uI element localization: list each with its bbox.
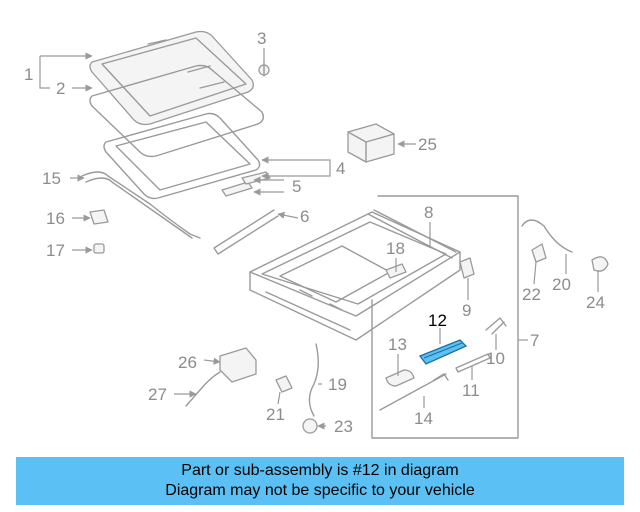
callout-23: 23 (334, 417, 353, 436)
callout-12: 12 (428, 311, 447, 330)
part-21-clamp (275, 375, 293, 393)
housing-box (371, 195, 519, 439)
part-26-motor (219, 347, 257, 383)
part-8-rail (367, 209, 457, 259)
callout-15: 15 (42, 169, 61, 188)
callout-11: 11 (462, 381, 480, 400)
callout-7: 7 (530, 331, 539, 350)
part-20-drain-hose (521, 219, 573, 253)
part-4-frame (103, 112, 261, 200)
part-12-highlighted (418, 339, 468, 365)
parts-diagram: 1 2 3 4 5 6 7 8 9 10 11 12 13 14 15 16 1… (24, 29, 609, 439)
callout-17: 17 (46, 241, 65, 260)
callout-20: 20 (552, 275, 571, 294)
banner-line-2: Diagram may not be specific to your vehi… (165, 482, 475, 499)
part-6-guide-rail (213, 209, 279, 255)
part-16-clip (89, 209, 109, 225)
callout-labels: 1 2 3 4 5 6 7 8 9 10 11 12 13 14 15 16 1… (24, 29, 605, 436)
part-19-tube (308, 343, 319, 417)
banner-line-1: Part or sub-assembly is #12 in diagram (181, 462, 459, 479)
info-banner: Part or sub-assembly is #12 in diagram D… (16, 457, 624, 505)
part-9-block (459, 257, 475, 279)
callout-1: 1 (24, 65, 33, 84)
part-14-cable (379, 373, 449, 411)
callout-18: 18 (386, 239, 405, 258)
callout-2: 2 (56, 79, 65, 98)
callout-22: 22 (522, 285, 541, 304)
callout-6: 6 (300, 207, 309, 226)
callout-13: 13 (388, 335, 407, 354)
callout-26: 26 (178, 353, 197, 372)
callout-14: 14 (414, 409, 433, 428)
callout-25: 25 (418, 135, 437, 154)
callout-3: 3 (257, 29, 266, 48)
callout-9: 9 (462, 301, 471, 320)
part-13-motor (385, 369, 415, 387)
part-24-grommet (591, 256, 609, 272)
part-3-bolt (258, 61, 270, 77)
callout-27: 27 (148, 385, 167, 404)
callout-19: 19 (328, 375, 347, 394)
callout-21: 21 (266, 405, 285, 424)
callout-4: 4 (336, 159, 345, 178)
part-27-cable (185, 371, 221, 407)
part-11-rail (455, 353, 491, 373)
part-10-connector (485, 317, 507, 335)
callout-24: 24 (586, 293, 605, 312)
part-23-grommet (302, 418, 318, 434)
part-17-plug (93, 243, 105, 254)
part-22-clip (531, 243, 547, 263)
part-1-glass-panel (89, 30, 254, 126)
callout-10: 10 (486, 349, 505, 368)
callout-8: 8 (424, 203, 433, 222)
leader-lines (39, 48, 599, 430)
part-2-seal (89, 64, 265, 158)
part-25-module (347, 123, 395, 163)
callout-16: 16 (46, 209, 65, 228)
callout-5: 5 (292, 177, 301, 196)
part-15-strip (81, 171, 201, 239)
